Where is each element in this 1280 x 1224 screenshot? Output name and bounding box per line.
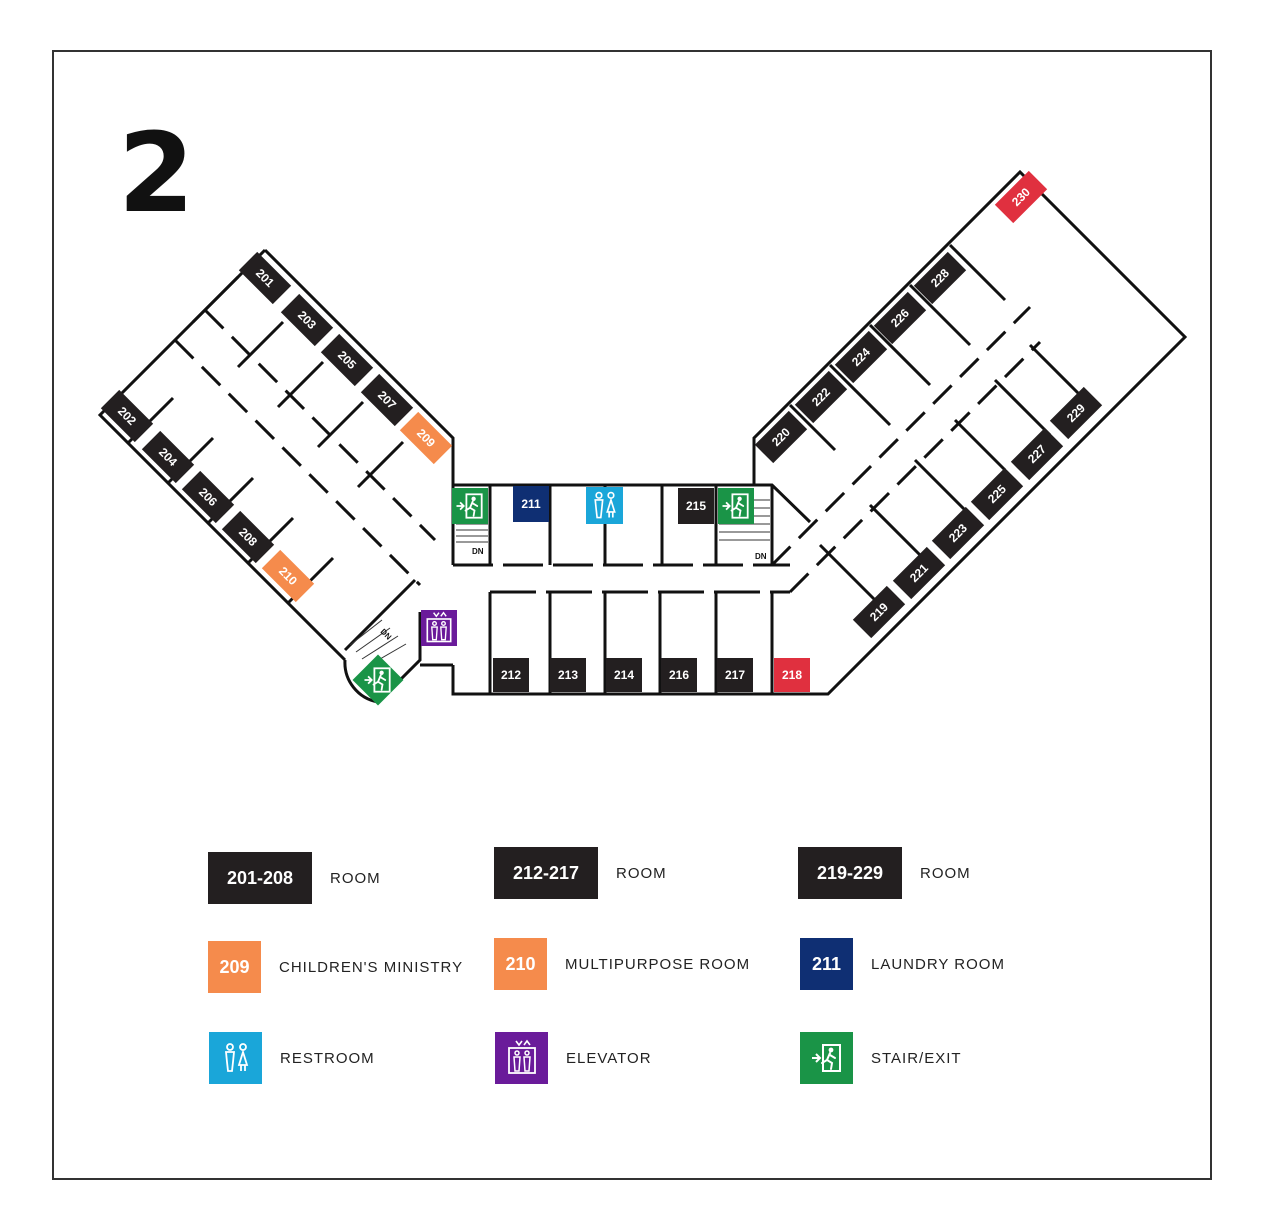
plan-exit-round-stair[interactable] <box>352 654 404 706</box>
room-tag-207[interactable]: 207 <box>360 373 414 427</box>
room-tag-205[interactable]: 205 <box>320 333 374 387</box>
room-tag-217[interactable]: 217 <box>717 658 753 692</box>
room-tag-202[interactable]: 202 <box>100 389 154 443</box>
building-walls <box>97 169 1188 704</box>
room-tag-213[interactable]: 213 <box>550 658 586 692</box>
room-tag-229[interactable]: 229 <box>1049 386 1103 440</box>
room-tag-212[interactable]: 212 <box>493 658 529 692</box>
room-tag-210[interactable]: 210 <box>261 549 315 603</box>
room-tag-221[interactable]: 221 <box>892 546 946 600</box>
svg-text:215: 215 <box>686 499 706 513</box>
room-tag-219[interactable]: 219 <box>852 585 906 639</box>
svg-text:211: 211 <box>521 497 541 511</box>
room-tag-215[interactable]: 215 <box>678 488 714 524</box>
room-tag-203[interactable]: 203 <box>280 293 334 347</box>
plan-exit-left[interactable] <box>452 488 488 524</box>
room-tag-224[interactable]: 224 <box>834 330 888 384</box>
left-corridor-edge <box>343 578 417 652</box>
map-frame <box>52 50 1212 1180</box>
room-tag-228[interactable]: 228 <box>913 251 967 305</box>
room-tag-201[interactable]: 201 <box>238 251 292 305</box>
room-tag-225[interactable]: 225 <box>970 467 1024 521</box>
room-tag-227[interactable]: 227 <box>1010 427 1064 481</box>
svg-text:212: 212 <box>501 668 521 682</box>
room-tag-230[interactable]: 230 <box>994 170 1048 224</box>
room-tag-218[interactable]: 218 <box>774 658 810 692</box>
right-wing-wall <box>451 169 1188 696</box>
room-tag-211[interactable]: 211 <box>513 486 549 522</box>
svg-text:216: 216 <box>669 668 689 682</box>
room-tag-204[interactable]: 204 <box>141 430 195 484</box>
stair-dn-round-label: DN <box>379 627 394 642</box>
stair-dn-left-label: DN <box>472 547 484 556</box>
room-tag-220[interactable]: 220 <box>754 410 808 464</box>
room-tag-214[interactable]: 214 <box>606 658 642 692</box>
stair-dn-right-label: DN <box>755 552 767 561</box>
room-tag-216[interactable]: 216 <box>661 658 697 692</box>
room-tag-222[interactable]: 222 <box>794 370 848 424</box>
room-tag-226[interactable]: 226 <box>873 291 927 345</box>
room-tag-209[interactable]: 209 <box>399 411 453 465</box>
room-tag-223[interactable]: 223 <box>931 506 985 560</box>
svg-text:218: 218 <box>782 668 802 682</box>
plan-restroom[interactable] <box>586 487 623 524</box>
plan-exit-right[interactable] <box>718 488 754 524</box>
svg-text:217: 217 <box>725 668 745 682</box>
room-tag-208[interactable]: 208 <box>221 510 275 564</box>
room-tag-206[interactable]: 206 <box>181 470 235 524</box>
plan-elevator[interactable] <box>421 610 457 646</box>
floor-number: 2 <box>118 109 195 237</box>
svg-text:213: 213 <box>558 668 578 682</box>
svg-text:214: 214 <box>614 668 634 682</box>
